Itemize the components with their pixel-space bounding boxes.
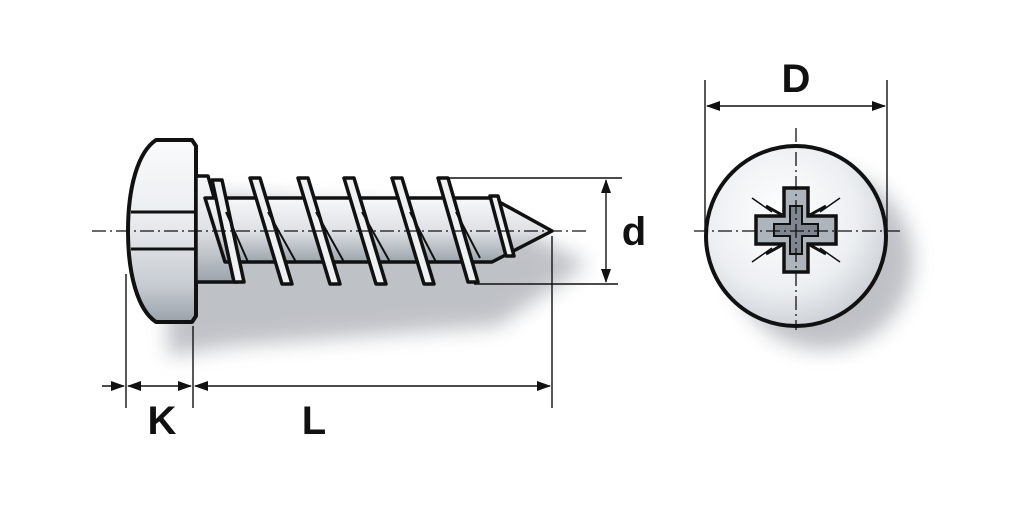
dimension-length [194, 236, 553, 408]
screw-side-view [126, 138, 554, 324]
label-head-diameter: D [782, 57, 811, 101]
dimension-head-height [102, 274, 194, 408]
label-length: L [302, 399, 326, 443]
dimension-head-diameter [704, 80, 888, 230]
centerlines [92, 128, 902, 330]
screw-threads [210, 176, 516, 286]
label-thread-diameter: d [622, 210, 646, 254]
label-head-height: K [148, 399, 177, 443]
screw-head [126, 138, 198, 324]
thread-roots [225, 211, 481, 263]
head-slot [131, 210, 196, 251]
dimension-thread-diameter [444, 177, 622, 285]
